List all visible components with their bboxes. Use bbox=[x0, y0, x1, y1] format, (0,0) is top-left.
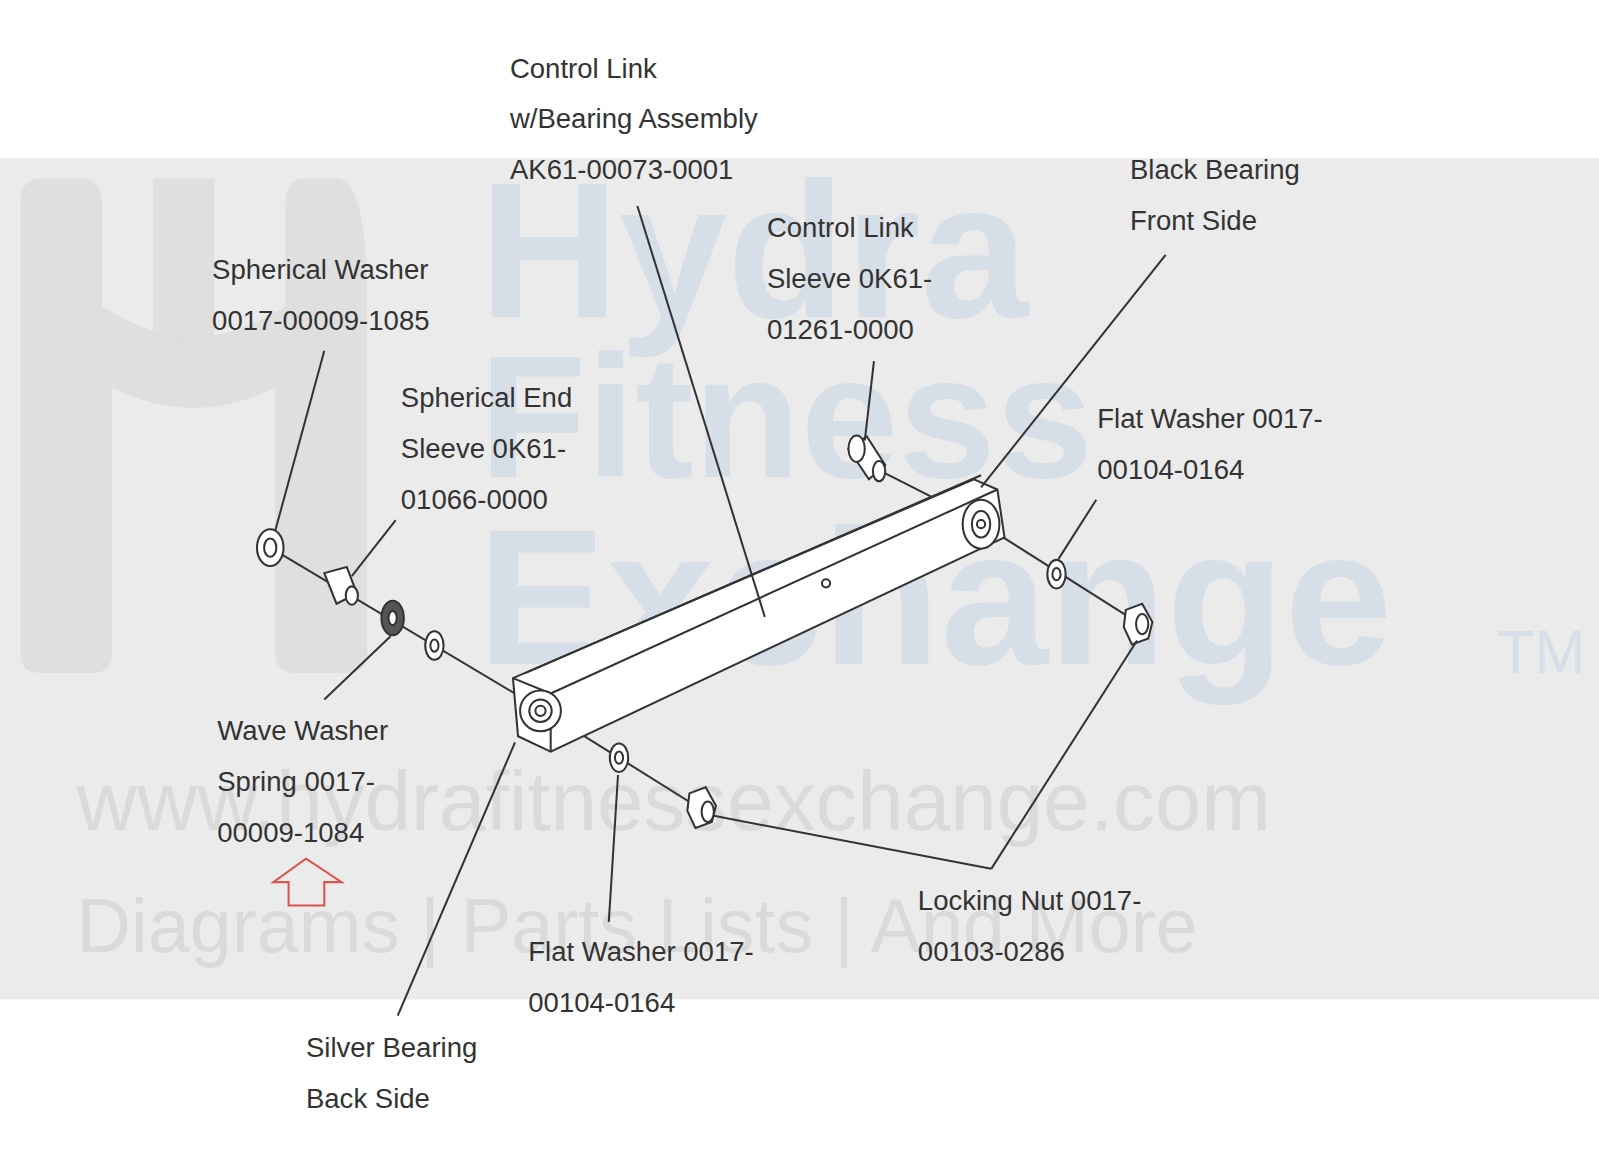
callout-wrap: Flat Washer 0017-00104-0164 bbox=[1097, 394, 1332, 496]
part-label: Control Link Sleeve 0K61-01261-0000 bbox=[767, 202, 996, 355]
callout-wrap: Black Bearing Front Side bbox=[1130, 145, 1314, 247]
part-label: Flat Washer 0017-00104-0164 bbox=[528, 926, 763, 1028]
callout-wrap: Spherical End Sleeve 0K61-01066-0000 bbox=[401, 372, 636, 525]
part-label: Flat Washer 0017-00104-0164 bbox=[1097, 394, 1332, 496]
part-label: Locking Nut 0017-00103-0286 bbox=[918, 875, 1153, 977]
callout-wrap: Control Link w/Bearing Assembly AK61-000… bbox=[510, 43, 765, 196]
callout-wrap: Wave Washer Spring 0017-00009-1084 bbox=[217, 706, 446, 859]
part-label: Silver Bearing Back Side bbox=[306, 1022, 490, 1124]
part-label: Black Bearing Front Side bbox=[1130, 145, 1314, 247]
part-label: Spherical End Sleeve 0K61-01066-0000 bbox=[401, 372, 636, 525]
part-label: Spherical Washer 0017-00009-1085 bbox=[212, 245, 447, 347]
watermark-logo bbox=[20, 178, 367, 673]
callout-wrap: Control Link Sleeve 0K61-01261-0000 bbox=[767, 202, 996, 355]
watermark-logo bbox=[153, 178, 214, 341]
watermark-text: Fitness bbox=[479, 328, 1093, 503]
part-label: Control Link w/Bearing Assembly AK61-000… bbox=[510, 43, 765, 196]
pointer-arrow bbox=[273, 859, 341, 906]
callout-wrap: Locking Nut 0017-00103-0286 bbox=[918, 875, 1153, 977]
part-label: Wave Washer Spring 0017-00009-1084 bbox=[217, 706, 446, 859]
callout-wrap: Silver Bearing Back Side bbox=[306, 1022, 490, 1124]
callout-wrap: Flat Washer 0017-00104-0164 bbox=[528, 926, 763, 1028]
watermark-text: TM bbox=[1497, 622, 1585, 683]
callout-wrap: Spherical Washer 0017-00009-1085 bbox=[212, 245, 447, 347]
